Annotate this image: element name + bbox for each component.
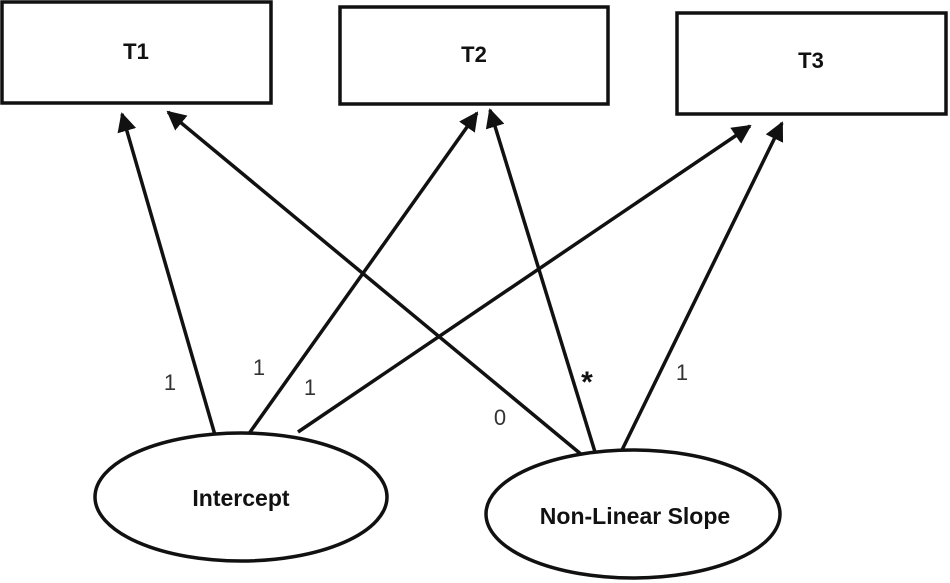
path-slope-t3 bbox=[620, 121, 784, 451]
observed-label-t3: T3 bbox=[798, 48, 824, 73]
path-slope-t1 bbox=[166, 110, 584, 457]
observed-variables: T1 T2 T3 bbox=[0, 0, 948, 116]
observed-box-t1: T1 bbox=[0, 0, 273, 105]
loading-slope-t3: 1 bbox=[676, 360, 688, 385]
path-slope-t2 bbox=[485, 108, 597, 453]
observed-box-t2: T2 bbox=[338, 5, 610, 106]
loading-intercept-t2: 1 bbox=[253, 355, 265, 380]
latent-factors: Intercept Non-Linear Slope bbox=[93, 431, 782, 580]
path-intercept-t1 bbox=[117, 112, 217, 436]
loading-intercept-t3: 1 bbox=[304, 375, 316, 400]
loading-intercept-t1: 1 bbox=[164, 370, 176, 395]
path-intercept-t3 bbox=[297, 124, 752, 434]
observed-label-t2: T2 bbox=[461, 42, 487, 67]
paths-group bbox=[117, 108, 784, 457]
latent-intercept: Intercept bbox=[93, 431, 389, 563]
loading-labels: 1 1 1 0 * 1 bbox=[164, 355, 688, 430]
loading-slope-t1: 0 bbox=[494, 405, 506, 430]
latent-label-slope: Non-Linear Slope bbox=[540, 503, 730, 529]
observed-label-t1: T1 bbox=[123, 39, 149, 64]
loading-slope-t2: * bbox=[581, 366, 593, 399]
latent-slope: Non-Linear Slope bbox=[484, 448, 782, 580]
observed-box-t3: T3 bbox=[675, 11, 948, 116]
latent-label-intercept: Intercept bbox=[192, 485, 289, 511]
